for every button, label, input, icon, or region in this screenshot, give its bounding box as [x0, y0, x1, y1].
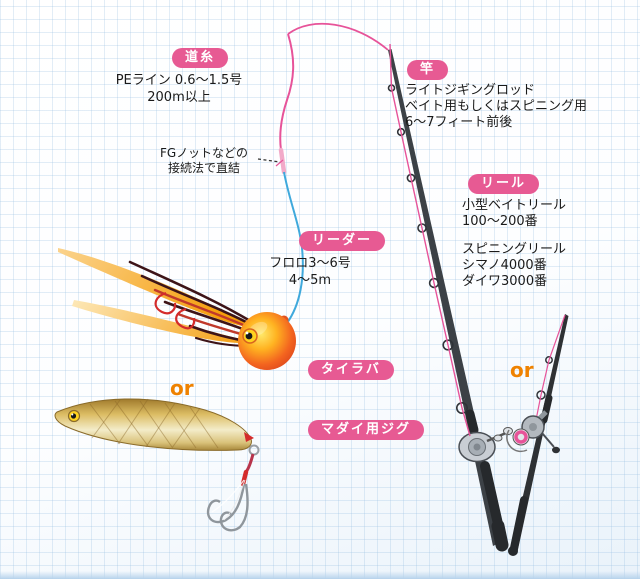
pe-main-line [275, 22, 471, 437]
spec-line: フロロ3～6号 [269, 256, 351, 271]
jig-eye [67, 409, 81, 423]
knot-note: FGノットなどの 接続法で直結 [148, 146, 260, 176]
metal-jig [54, 398, 260, 532]
spinning-rod [506, 314, 569, 556]
main-line-spec: PEライン 0.6～1.5号 200m以上 [84, 72, 274, 106]
baitcasting-rod [387, 49, 513, 552]
or-label-right: or [510, 358, 534, 382]
leader-line [283, 171, 304, 324]
scale-pattern [89, 398, 219, 449]
badge-tairaba: タイラバ [308, 360, 394, 380]
spec-line: 6～7フィート前後 [405, 115, 513, 130]
badge-jig: マダイ用ジグ [308, 420, 425, 440]
spec-line: 小型ベイトリール [462, 198, 567, 213]
or-label-left: or [170, 376, 194, 400]
badge-main-line: 道糸 [172, 48, 229, 68]
tairaba-hooks [154, 291, 196, 330]
spinning-reel [506, 410, 560, 454]
badge-reel: リール [468, 174, 540, 194]
badge-rod: 竿 [407, 60, 449, 80]
spec-line: シマノ4000番 [462, 258, 547, 273]
rod-guides [536, 356, 553, 400]
badge-leader: リーダー [299, 231, 386, 251]
reel-spec: 小型ベイトリール 100～200番 スピニングリール シマノ4000番 ダイワ3… [462, 198, 566, 290]
spec-line: ベイト用もしくはスピニング用 [405, 99, 588, 114]
spec-line: ダイワ3000番 [462, 274, 548, 289]
spec-line: 接続法で直結 [167, 161, 240, 175]
knot-pointer-line [257, 158, 281, 163]
spec-line: 100～200番 [462, 214, 538, 229]
tairaba-eye [242, 328, 258, 344]
spec-line: スピニングリール [462, 242, 567, 257]
leader-spec: フロロ3～6号 4～5m [245, 255, 375, 289]
split-ring [248, 444, 260, 456]
spec-line: PEライン 0.6～1.5号 [115, 73, 243, 88]
bottom-gradient-strip [0, 571, 640, 579]
tairaba-lure [58, 248, 296, 370]
spec-line: FGノットなどの [160, 146, 248, 160]
spec-line: 200m以上 [147, 90, 211, 105]
spec-line: 4～5m [288, 273, 332, 288]
assist-hooks [206, 483, 249, 532]
spacer [462, 230, 566, 242]
rod-spec: ライトジギングロッド ベイト用もしくはスピニング用 6～7フィート前後 [405, 83, 587, 131]
spec-line: ライトジギングロッド [405, 83, 536, 98]
baitcasting-reel [458, 427, 513, 463]
